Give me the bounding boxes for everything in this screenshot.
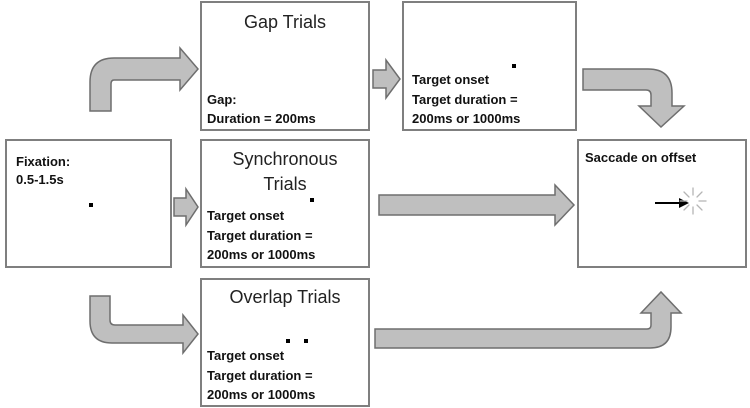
target-point <box>310 198 314 202</box>
gap-target-box: Target onset Target duration = 200ms or … <box>402 1 577 131</box>
arrow-synchronous-to-saccade <box>378 183 576 227</box>
arrow-fixation-to-overlap <box>89 295 199 356</box>
target-duration-label: Target duration = <box>207 228 313 243</box>
gap-trials-box: Gap Trials Gap: Duration = 200ms <box>200 1 370 131</box>
fixation-duration: 0.5-1.5s <box>16 172 64 187</box>
gap-duration: Duration = 200ms <box>207 111 316 126</box>
fixation-point <box>286 339 290 343</box>
target-duration-label: Target duration = <box>412 92 518 107</box>
target-duration-values: 200ms or 1000ms <box>412 111 521 126</box>
saccade-title: Saccade on offset <box>585 150 697 165</box>
target-duration-values: 200ms or 1000ms <box>207 247 316 262</box>
fixation-box: Fixation: 0.5-1.5s <box>5 139 172 268</box>
target-onset-label: Target onset <box>207 348 285 363</box>
overlap-trials-title: Overlap Trials <box>229 287 341 307</box>
fixation-label: Fixation: <box>16 154 71 169</box>
target-point <box>512 64 516 68</box>
arrow-gap-to-target <box>372 57 401 101</box>
arrow-fixation-to-synchronous <box>173 186 199 228</box>
target-onset-label: Target onset <box>412 72 490 87</box>
synchronous-title-line2: Trials <box>263 174 307 194</box>
arrow-fixation-to-gap <box>89 45 199 112</box>
target-onset-label: Target onset <box>207 208 285 223</box>
gap-label: Gap: <box>207 92 237 107</box>
target-point <box>304 339 308 343</box>
gap-trials-title: Gap Trials <box>243 12 327 32</box>
synchronous-trials-box: Synchronous Trials Target onset Target d… <box>200 139 370 268</box>
arrow-overlap-to-saccade <box>374 290 683 349</box>
arrow-gap-target-to-saccade <box>582 68 686 129</box>
offset-burst-icon <box>679 187 707 215</box>
overlap-trials-box: Overlap Trials Target onset Target durat… <box>200 278 370 407</box>
saccade-box: Saccade on offset <box>577 139 747 268</box>
fixation-point <box>89 203 93 207</box>
target-duration-values: 200ms or 1000ms <box>207 387 316 402</box>
target-duration-label: Target duration = <box>207 368 313 383</box>
synchronous-title-line1: Synchronous <box>232 149 338 169</box>
